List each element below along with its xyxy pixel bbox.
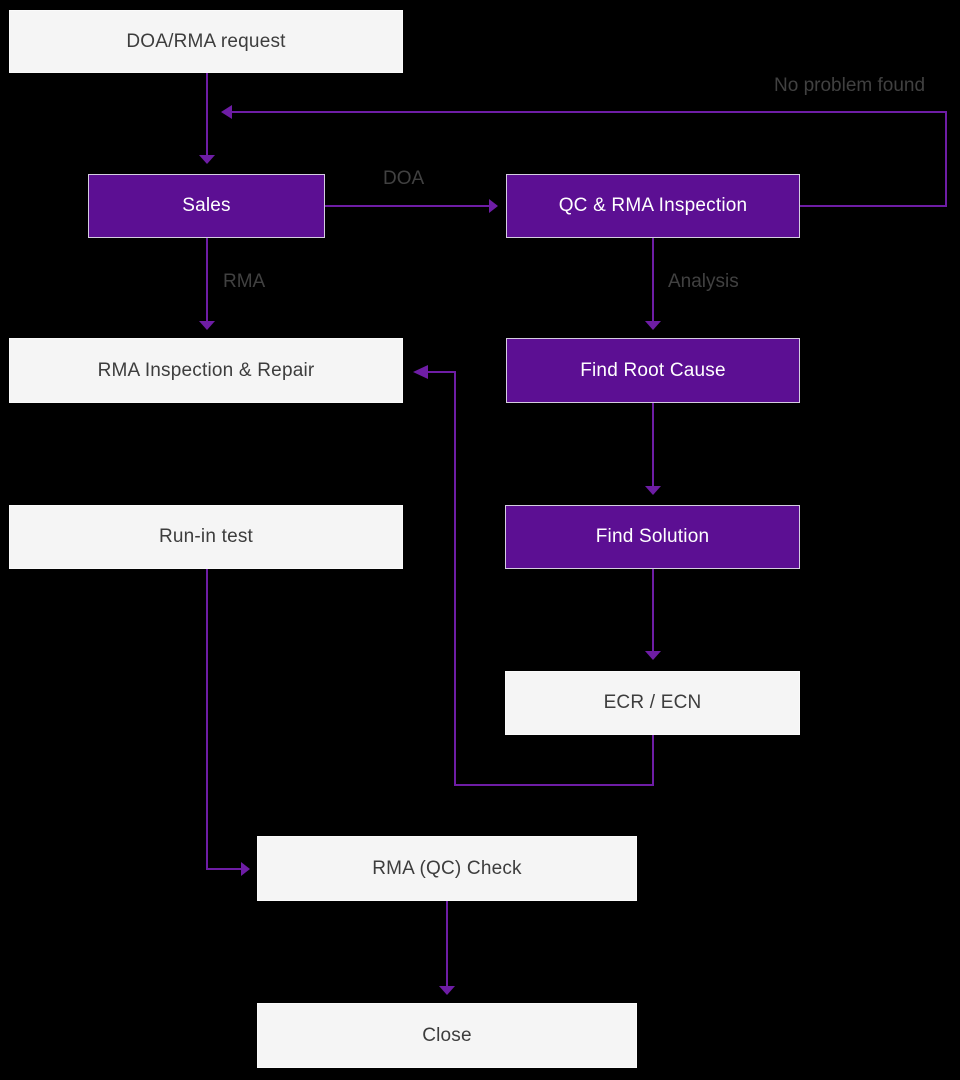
node-qc-rma-inspection-label: QC & RMA Inspection (558, 195, 748, 216)
connector-runin-to-qc-check (206, 569, 250, 876)
node-find-solution-label: Find Solution (595, 526, 710, 547)
node-run-in-test-label: Run-in test (158, 526, 254, 547)
node-rma-inspection-repair: RMA Inspection & Repair (9, 338, 403, 403)
node-ecr-ecn-label: ECR / ECN (603, 692, 702, 713)
node-rma-qc-check-label: RMA (QC) Check (372, 857, 522, 879)
connector-sales-to-rma-repair (199, 238, 215, 330)
connector-solution-to-ecr (645, 569, 661, 660)
connector-request-to-sales (199, 73, 215, 164)
node-rma-qc-check: RMA (QC) Check (257, 836, 637, 901)
node-find-root-cause-label: Find Root Cause (580, 359, 726, 381)
connector-qc-no-problem-feedback (221, 105, 947, 207)
edge-label-no-problem-found: No problem found (774, 75, 926, 96)
node-qc-rma-inspection: QC & RMA Inspection (506, 174, 800, 238)
connector-qc-check-to-close (439, 901, 455, 995)
node-doa-rma-request: DOA/RMA request (9, 10, 403, 73)
edge-label-analysis: Analysis (668, 271, 739, 292)
edge-label-rma: RMA (223, 271, 266, 292)
node-sales-label: Sales (182, 195, 231, 216)
connector-ecr-to-rma-repair (413, 365, 654, 786)
connector-qc-to-root-cause (645, 238, 661, 330)
node-close-label: Close (422, 1024, 472, 1046)
node-rma-inspection-repair-label: RMA Inspection & Repair (97, 359, 315, 381)
node-run-in-test: Run-in test (9, 505, 403, 569)
connector-root-cause-to-solution (645, 403, 661, 495)
edge-label-doa: DOA (383, 168, 425, 189)
node-close: Close (257, 1003, 637, 1068)
node-doa-rma-request-label: DOA/RMA request (126, 30, 286, 52)
connector-sales-to-qc (325, 199, 498, 213)
node-find-solution: Find Solution (505, 505, 800, 569)
node-ecr-ecn: ECR / ECN (505, 671, 800, 735)
node-find-root-cause: Find Root Cause (506, 338, 800, 403)
node-sales: Sales (88, 174, 325, 238)
